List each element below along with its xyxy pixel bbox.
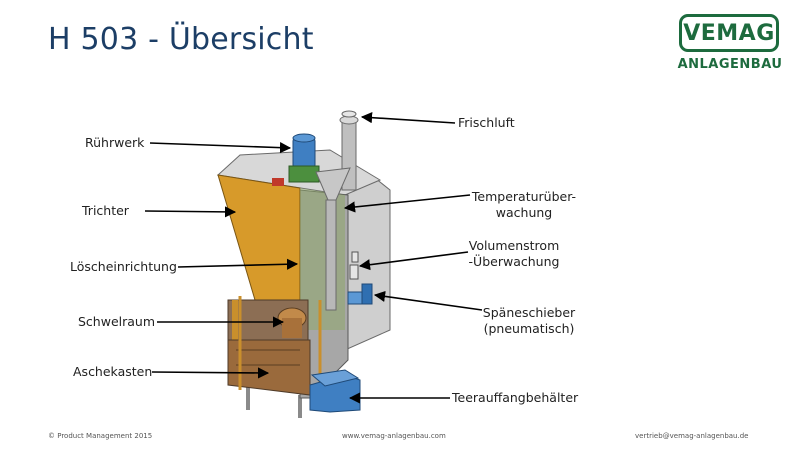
footer-copyright: © Product Management 2015 [48, 432, 153, 440]
pointer-trichter [144, 206, 237, 218]
pointer-frischluft [360, 112, 456, 124]
pointer-temperatur [343, 194, 471, 213]
logo-subtitle: ANLAGENBAU [677, 57, 783, 72]
label-spaene-line2: (pneumatisch) [483, 321, 575, 336]
page-title: H 503 - Übersicht [48, 22, 314, 57]
pointer-volumenstrom [358, 251, 469, 271]
label-temperatur-line1: Temperaturüber- [471, 189, 577, 204]
label-temperatur-line2: wachung [495, 205, 553, 220]
label-volumenstrom: Volumenstrom -Überwachung [463, 238, 565, 270]
label-spaene-line1: Späneschieber [482, 305, 576, 320]
label-frischluft: Frischluft [458, 115, 515, 130]
pointer-aschekasten [151, 367, 270, 379]
pointer-spaeneschieber [373, 290, 483, 311]
label-schwelraum: Schwelraum [78, 314, 156, 329]
tar-collector [309, 369, 361, 413]
label-ruehrwerk: Rührwerk [85, 135, 145, 150]
label-loescheinrichtung: Löscheinrichtung [70, 259, 177, 274]
label-teerauffangbehaelter: Teerauffangbehälter [452, 390, 579, 405]
sensors [347, 251, 373, 305]
footer-website[interactable]: www.vemag-anlagenbau.com [342, 432, 446, 440]
label-volumen-line1: Volumenstrom [468, 238, 560, 253]
logo-box: VEMAG [679, 14, 779, 52]
pointer-ruehrwerk [149, 142, 292, 154]
label-trichter: Trichter [82, 203, 129, 218]
hopper [217, 174, 301, 301]
vemag-logo: VEMAG ANLAGENBAU [675, 14, 785, 76]
fresh-air-pipe [315, 110, 359, 311]
label-volumen-line2: -Überwachung [468, 254, 560, 269]
pointer-loescheinrichtung [177, 258, 299, 270]
label-aschekasten: Aschekasten [73, 364, 153, 379]
label-temperaturueberwachung: Temperaturüber- wachung [468, 189, 580, 221]
footer-email[interactable]: vertrieb@vemag-anlagenbau.de [635, 432, 749, 440]
logo-name: VEMAG [683, 20, 775, 46]
stirrer-motor [272, 133, 320, 186]
pointer-lines [144, 112, 483, 404]
label-spaeneschieber: Späneschieber (pneumatisch) [478, 305, 580, 337]
